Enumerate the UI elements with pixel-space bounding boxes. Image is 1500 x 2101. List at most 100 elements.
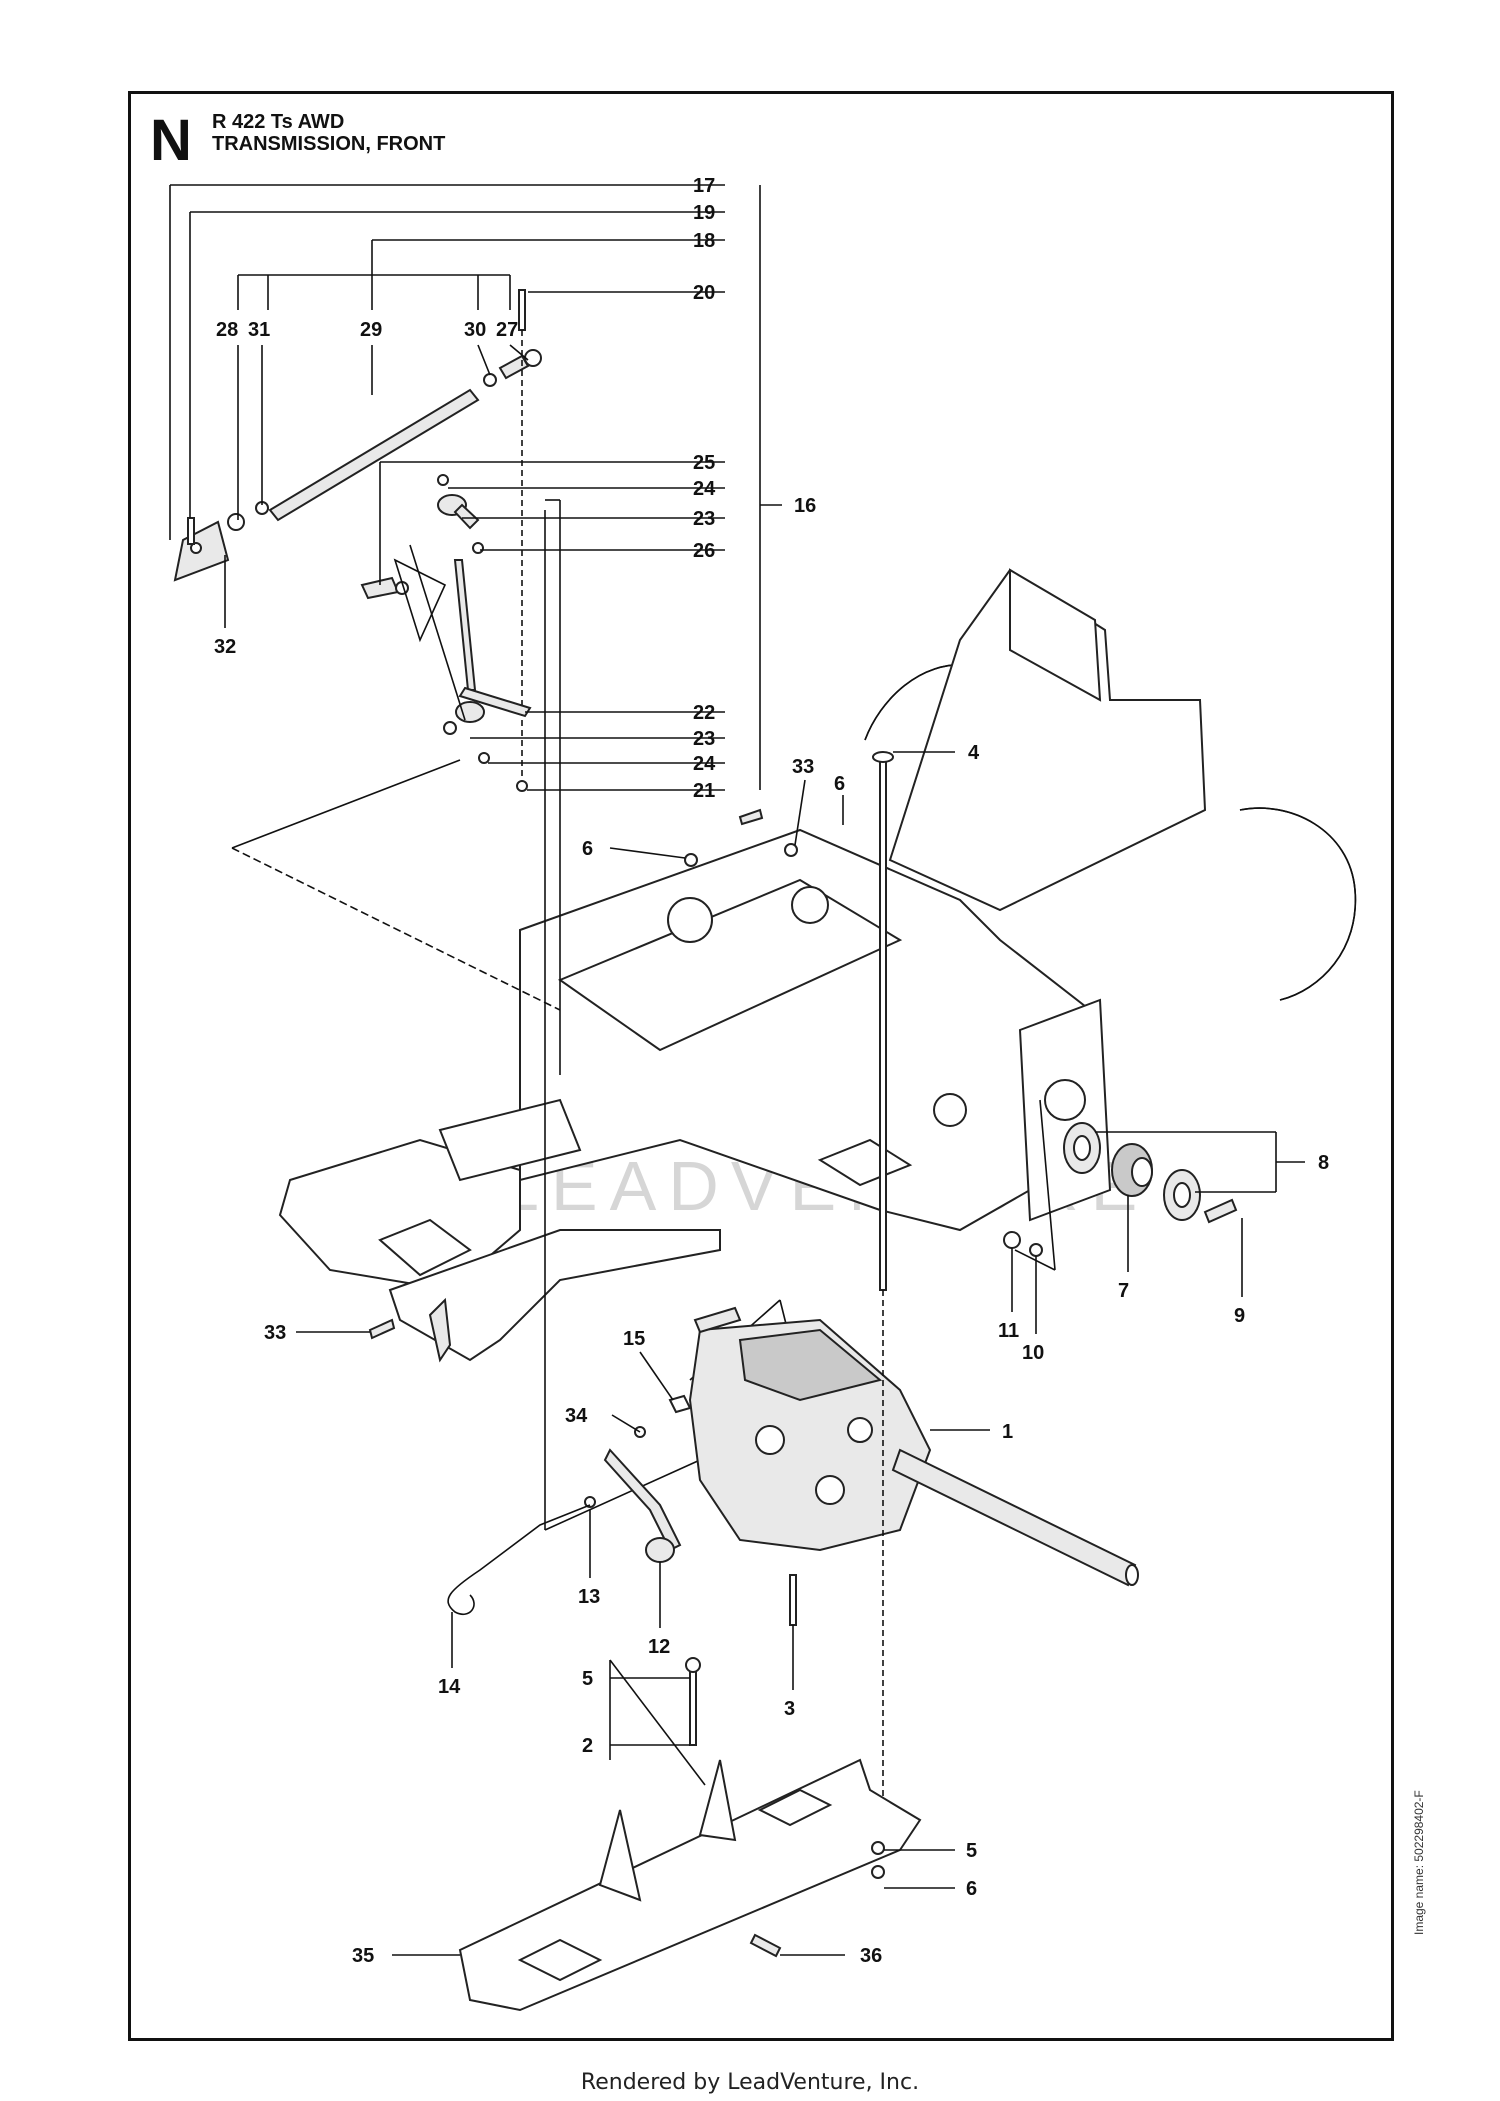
mounting-bracket	[173, 520, 230, 582]
callout-10: 10	[1022, 1342, 1044, 1364]
skid-plate	[458, 1758, 922, 2012]
frame-hole	[667, 897, 713, 943]
callout-7: 7	[1118, 1280, 1129, 1302]
callout-22: 22	[693, 702, 715, 724]
skid-plate-group	[458, 1758, 922, 2012]
callout-6-top: 6	[834, 773, 845, 795]
callout-18: 18	[693, 230, 715, 252]
skid-bracket	[598, 1809, 642, 1902]
callout-30: 30	[464, 319, 486, 341]
callout-16: 16	[794, 495, 816, 517]
callout-3: 3	[784, 1698, 795, 1720]
callout-6-left: 6	[582, 838, 593, 860]
tube-handle	[1239, 807, 1357, 1001]
port	[847, 1417, 873, 1443]
callout-9: 9	[1234, 1305, 1245, 1327]
lower-bracket	[388, 1229, 721, 1362]
callout-4: 4	[968, 742, 980, 764]
callout-34: 34	[565, 1405, 588, 1427]
bolt-hole	[190, 542, 202, 554]
nut	[437, 474, 449, 486]
transmission	[688, 1306, 1139, 1587]
bearing-group	[1003, 1122, 1238, 1257]
chassis-frame	[278, 568, 1357, 1363]
clip	[668, 1394, 692, 1414]
ball-joint	[524, 349, 542, 367]
callout-24-top: 24	[693, 478, 716, 500]
nut	[784, 843, 798, 857]
nut	[871, 1865, 885, 1879]
bracket-bolt	[187, 517, 195, 545]
rod-end-shank	[453, 503, 480, 530]
skid-cutout	[757, 1788, 833, 1827]
callout-5-left: 5	[582, 1668, 593, 1690]
callout-31: 31	[248, 319, 270, 341]
callout-27: 27	[496, 319, 518, 341]
pin	[472, 542, 484, 554]
callout-17: 17	[693, 175, 715, 197]
bolt	[1203, 1198, 1238, 1224]
callout-23-bottom: 23	[693, 728, 715, 750]
callout-36: 36	[860, 1945, 882, 1967]
footer-credit: Rendered by LeadVenture, Inc.	[580, 2070, 920, 2095]
nut	[684, 853, 698, 867]
callout-35: 35	[352, 1945, 374, 1967]
callout-leaders	[169, 184, 1305, 1956]
model-name: R 422 Ts AWD	[212, 111, 345, 133]
callout-28: 28	[216, 319, 238, 341]
callout-13: 13	[578, 1586, 600, 1608]
callout-32: 32	[214, 636, 236, 658]
housing-top	[738, 1328, 883, 1402]
callout-21: 21	[693, 780, 715, 802]
callout-33-left: 33	[264, 1322, 286, 1344]
bolt	[689, 1664, 697, 1746]
diagram-frame	[128, 91, 1394, 2041]
bolt-head	[872, 751, 894, 763]
bolt	[368, 1318, 396, 1340]
callout-25: 25	[693, 452, 715, 474]
lever-arm	[817, 1138, 913, 1187]
axle-hole	[933, 1093, 967, 1127]
input-shaft	[693, 1306, 742, 1334]
washer	[1029, 1243, 1043, 1257]
callout-numbers: 1 2 3 4 5 5 6 6 6 7 8 9 10 11 12 13 14 1…	[214, 175, 1329, 1967]
rod-end	[455, 701, 485, 723]
nut	[584, 1496, 596, 1508]
callout-24-bottom: 24	[693, 753, 716, 775]
washer	[685, 1657, 701, 1673]
callout-23-top: 23	[693, 508, 715, 530]
callout-19: 19	[693, 202, 715, 224]
callout-11: 11	[998, 1320, 1019, 1342]
callout-6-right: 6	[966, 1878, 977, 1900]
callout-33-top: 33	[792, 756, 814, 778]
nut	[1003, 1231, 1021, 1249]
rod-end	[498, 354, 530, 380]
callout-20: 20	[693, 282, 715, 304]
output-shaft	[891, 1448, 1137, 1587]
callout-1: 1	[1002, 1421, 1013, 1443]
nut	[516, 780, 528, 792]
callout-2: 2	[582, 1735, 593, 1757]
section-letter: N	[150, 108, 192, 173]
bolt	[789, 1574, 797, 1626]
skid-bracket	[698, 1759, 737, 1842]
frame-hole	[791, 886, 829, 924]
steering-shaft	[453, 559, 477, 691]
callout-12: 12	[648, 1636, 670, 1658]
control-lever	[603, 1448, 682, 1552]
skid-cutout	[517, 1938, 603, 1982]
callout-15: 15	[623, 1328, 645, 1350]
port	[815, 1475, 845, 1505]
callout-29: 29	[360, 319, 382, 341]
tie-rod	[268, 388, 480, 522]
axle-hole	[1044, 1079, 1086, 1121]
callout-5-right: 5	[966, 1840, 977, 1862]
floor-cutout	[378, 1218, 472, 1277]
callout-26: 26	[693, 540, 715, 562]
nut	[478, 752, 490, 764]
bolt	[738, 808, 764, 826]
bolt	[749, 1933, 782, 1958]
callout-8: 8	[1318, 1152, 1329, 1174]
long-bolt	[879, 759, 887, 1291]
